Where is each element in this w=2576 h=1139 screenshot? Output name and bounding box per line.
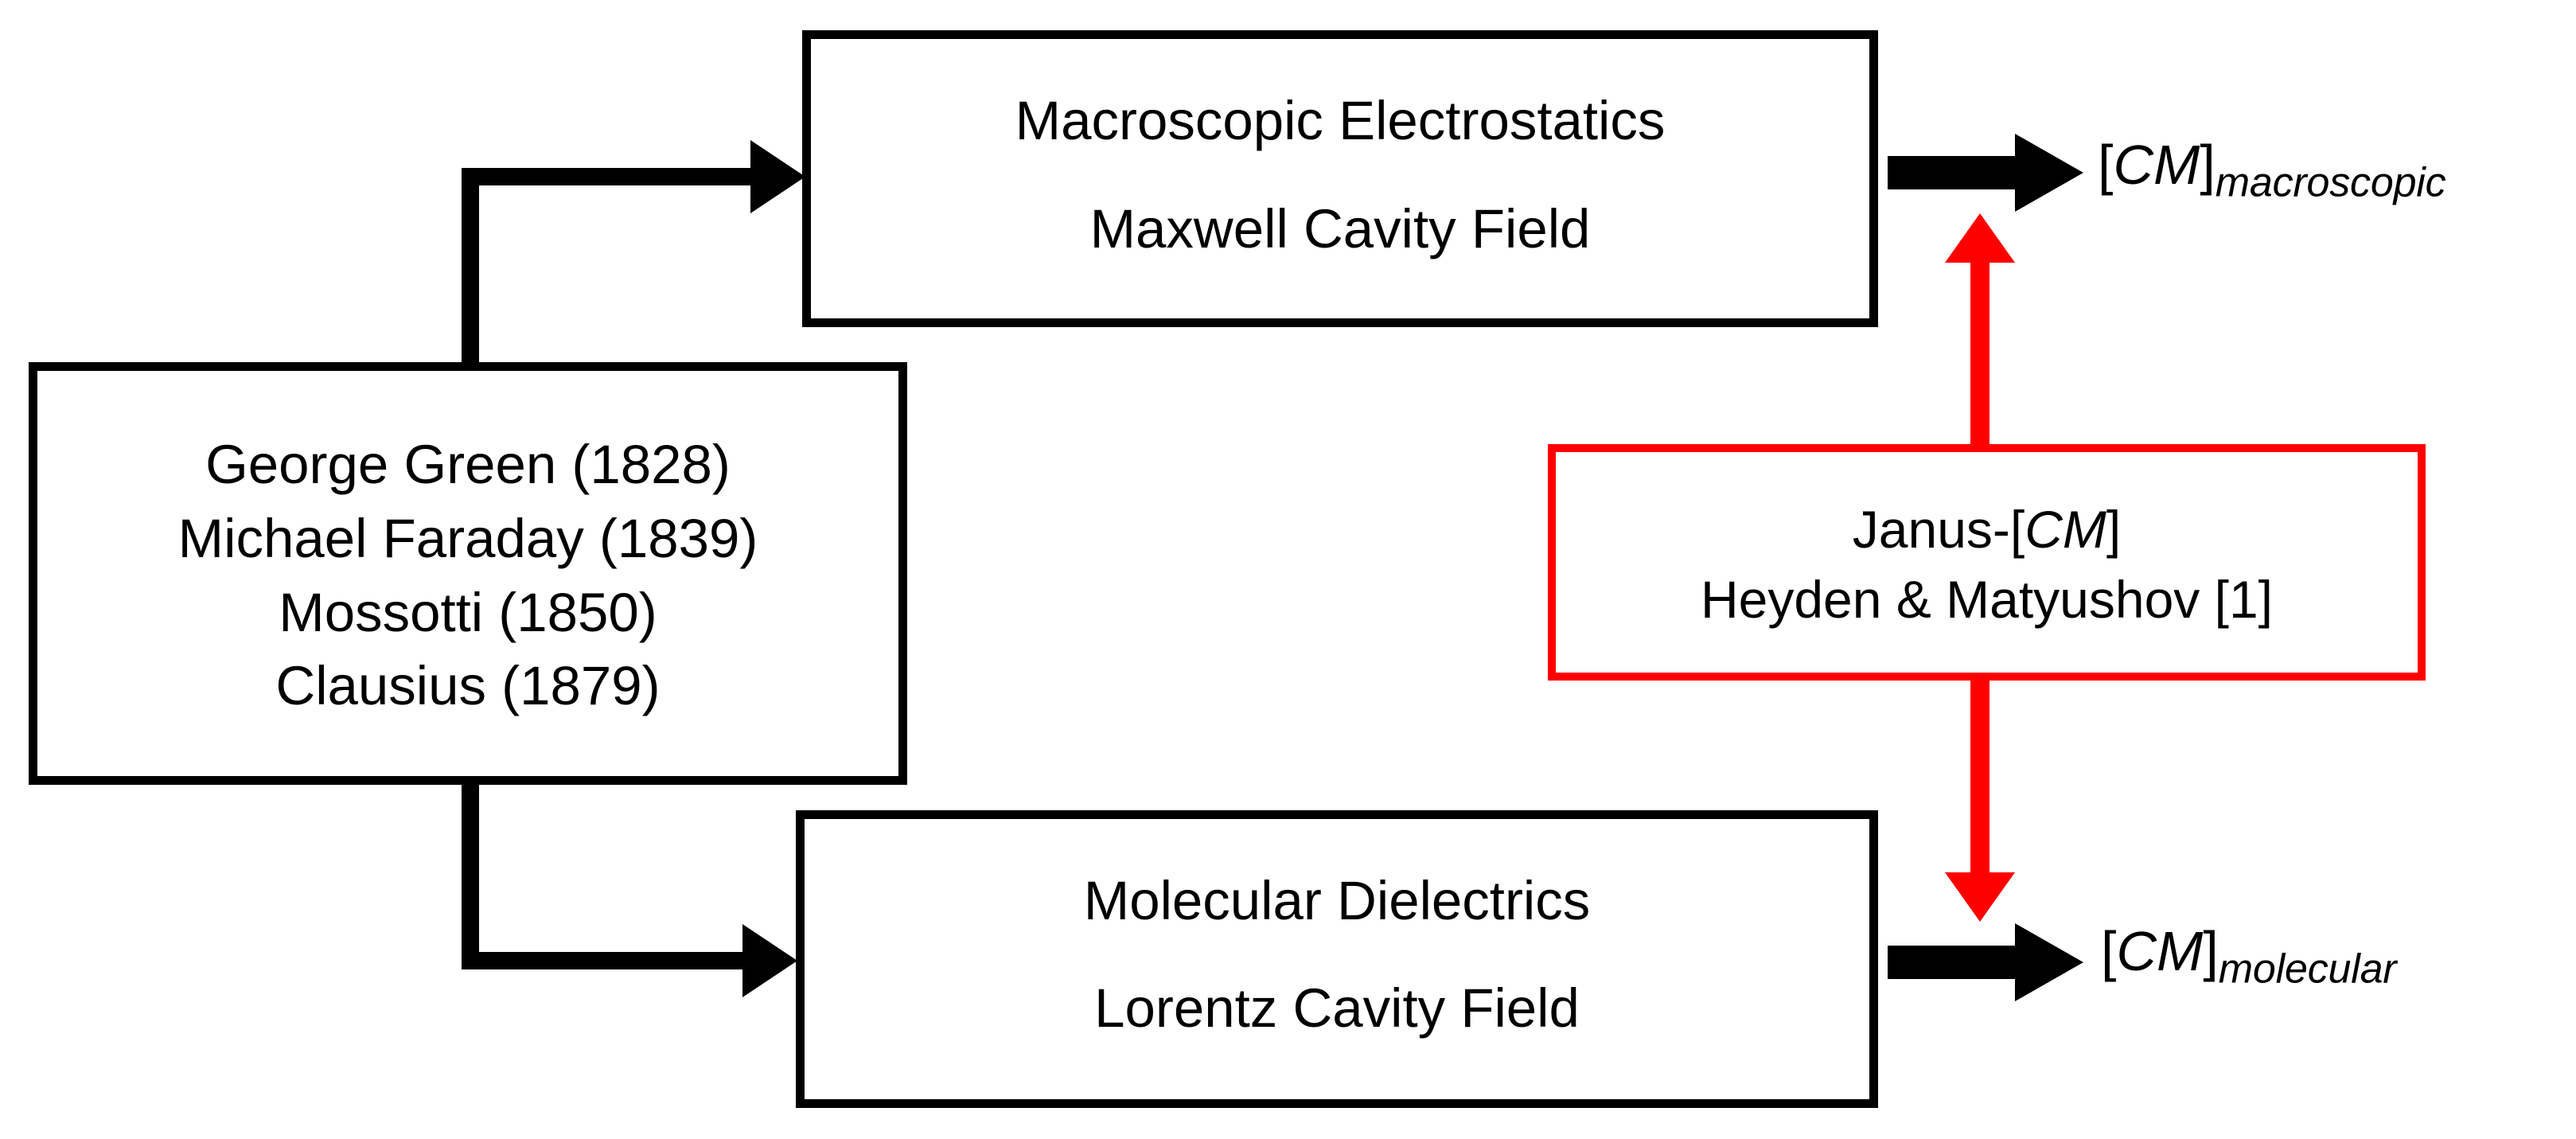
origins-line-4: Clausius (1879) [275,655,661,717]
origins-box: George Green (1828) Michael Faraday (183… [29,362,907,785]
macroscopic-box-title: Macroscopic Electrostatics [1015,90,1666,152]
janus-box-citation: Heyden & Matyushov [1] [1700,569,2274,629]
janus-box-title: Janus-[CM] [1853,501,2121,558]
molecular-dielectrics-box: Molecular Dielectrics Lorentz Cavity Fie… [796,810,1878,1108]
macroscopic-box-subtitle: Maxwell Cavity Field [1089,197,1591,259]
janus-cm-box: Janus-[CM] Heyden & Matyushov [1] [1548,444,2426,681]
cm-molecular-bracket-open: [ [2101,920,2117,982]
origins-line-3: Mossotti (1850) [279,581,657,643]
connector-molecular-to-result [1888,923,2083,1001]
connector-macroscopic-to-result [1888,134,2083,212]
molecular-box-title: Molecular Dielectrics [1083,870,1591,932]
cm-molecular-subscript: molecular [2218,946,2397,993]
cm-macroscopic-variable: CM [2113,134,2200,196]
origins-line-2: Michael Faraday (1839) [177,507,758,569]
macroscopic-electrostatics-box: Macroscopic Electrostatics Maxwell Cavit… [802,30,1878,327]
origins-line-1: George Green (1828) [205,434,731,496]
cm-macroscopic-label: [CM]macroscopic [2098,134,2446,206]
connector-origins-to-molecular [462,780,797,997]
cm-molecular-variable: CM [2116,920,2204,982]
janus-suffix: ] [2106,500,2122,560]
janus-variable: CM [2025,500,2106,560]
connector-janus-to-molecular [1945,677,2015,922]
cm-molecular-bracket-close: ] [2203,920,2219,982]
cm-molecular-label: [CM]molecular [2101,920,2397,993]
cm-macroscopic-subscript: macroscopic [2215,159,2446,206]
molecular-box-subtitle: Lorentz Cavity Field [1094,977,1580,1040]
cm-macroscopic-bracket-open: [ [2098,134,2114,196]
janus-prefix: Janus-[ [1852,500,2025,560]
connector-janus-to-macroscopic [1945,213,2015,454]
cm-macroscopic-bracket-close: ] [2200,134,2216,196]
connector-origins-to-macroscopic [462,140,805,365]
